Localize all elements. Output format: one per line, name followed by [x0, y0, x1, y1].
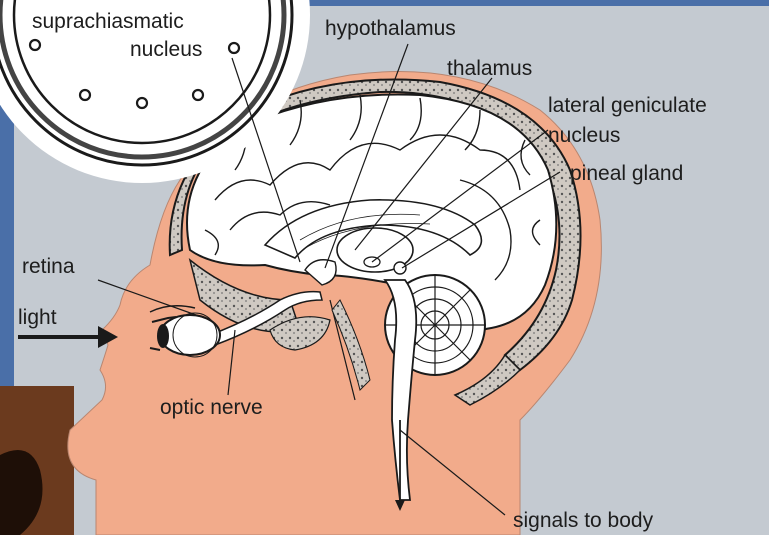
label-hypothalamus: hypothalamus [325, 17, 456, 41]
label-lateral-geniculate: lateral geniculate [548, 94, 707, 118]
label-pineal-gland: pineal gland [570, 162, 683, 186]
label-retina: retina [22, 255, 75, 279]
label-suprachiasmatic-nucleus: nucleus [130, 38, 202, 62]
label-light: light [18, 306, 57, 330]
pineal-gland-structure [394, 262, 406, 274]
label-thalamus: thalamus [447, 57, 532, 81]
iris [157, 324, 169, 348]
eye [160, 315, 220, 355]
label-signals-to-body: signals to body [513, 509, 653, 533]
label-lateral-geniculate-nucleus: nucleus [548, 124, 620, 148]
label-suprachiasmatic: suprachiasmatic [32, 10, 184, 34]
label-optic-nerve: optic nerve [160, 396, 263, 420]
